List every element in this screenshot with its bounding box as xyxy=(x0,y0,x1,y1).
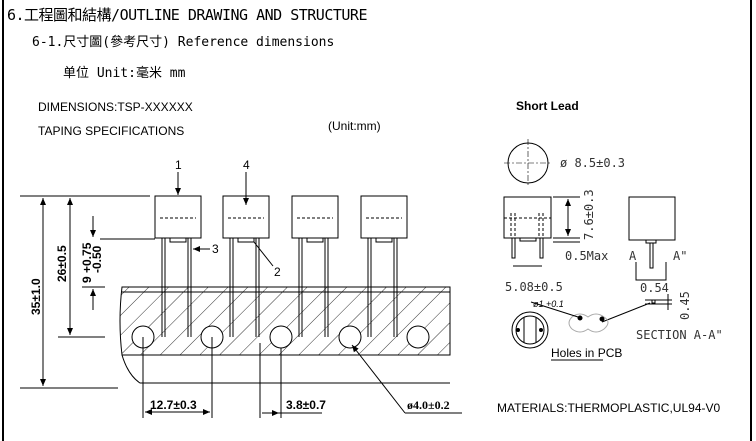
front-view xyxy=(628,196,676,281)
pcb-hole-dim: ø1 +0.1 xyxy=(533,299,564,309)
unit-note: (Unit:mm) xyxy=(328,119,381,133)
dimensions-title: DIMENSIONS:TSP-XXXXXX xyxy=(38,100,193,114)
fuse-components xyxy=(154,195,408,337)
carrier-tape xyxy=(119,286,451,384)
pcb-holes-label: Holes in PCB xyxy=(551,346,622,360)
callout-2: 2 xyxy=(274,265,281,279)
pitch-dim: 12.7±0.3 xyxy=(150,398,197,412)
section-heading: 6.工程圖和結構/OUTLINE DRAWING AND STRUCTURE xyxy=(7,6,368,24)
side-view xyxy=(503,196,580,267)
callout-1: 1 xyxy=(175,158,182,172)
offset-dim: 3.8±0.7 xyxy=(286,398,326,412)
section-a2-label: A" xyxy=(673,249,687,263)
short-lead-title: Short Lead xyxy=(516,99,579,113)
dim-9: 9 xyxy=(80,276,94,283)
lead-width-dim: 0.54 xyxy=(640,281,669,295)
taping-title: TAPING SPECIFICATIONS xyxy=(38,124,184,138)
lead-spacing-dim: 5.08±0.5 xyxy=(505,280,563,294)
diameter-dim: ø 8.5±0.3 xyxy=(560,156,625,170)
dim-35: 35±1.0 xyxy=(29,278,43,315)
dim-9-tol-plus: +0.75 xyxy=(80,242,94,273)
page-border-left xyxy=(2,0,4,441)
dim-9-tol-minus: -0.50 xyxy=(90,245,104,273)
dim-26: 26±0.5 xyxy=(55,245,69,282)
callout-4: 4 xyxy=(243,158,250,172)
hole-dia-dim: ø4.0±0.2 xyxy=(407,398,450,412)
section-label: SECTION A-A" xyxy=(636,328,723,342)
standoff-dim: 0.5Max xyxy=(565,249,608,263)
top-view xyxy=(504,139,552,187)
section-a-label: A xyxy=(629,249,637,263)
section-detail xyxy=(601,294,672,323)
callout-3: 3 xyxy=(212,242,219,256)
materials-note: MATERIALS:THERMOPLASTIC,UL94-V0 xyxy=(497,401,720,415)
subsection-heading: 6-1.尺寸圖(參考尺寸) Reference dimensions xyxy=(32,35,335,50)
height-dim: 7.6±0.3 xyxy=(582,189,596,240)
unit-label: 单位 Unit:毫米 mm xyxy=(63,66,186,81)
page-border-right xyxy=(750,0,752,441)
lead-thickness-dim: 0.45 xyxy=(678,291,692,320)
pcb-hole-view xyxy=(511,301,609,361)
